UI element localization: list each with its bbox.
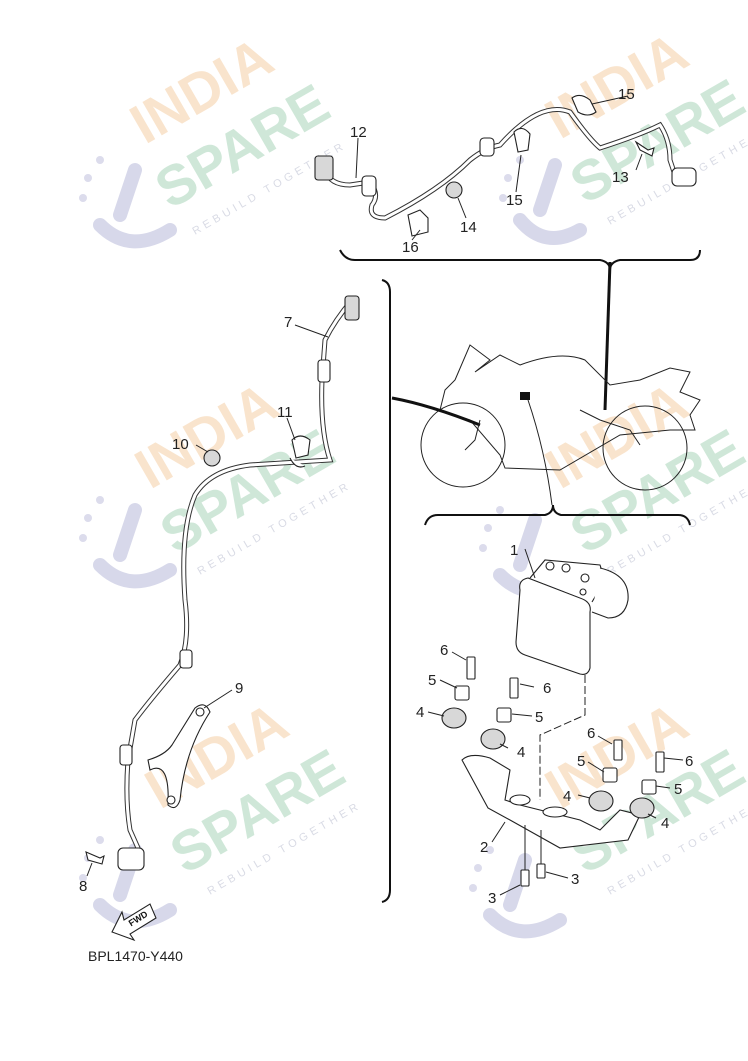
part-13-bolt [634,140,655,157]
part-3-bolt-b [536,863,546,879]
callout-10: 10 [172,436,189,453]
watermark-top-left: INDIA SPARE REBUILD TOGETHER [79,25,348,249]
part-4-damper-a [441,707,467,729]
hydraulic-unit-group [427,548,684,896]
callout-4-c: 4 [563,788,571,805]
diagram-code: BPL1470-Y440 [88,948,183,964]
callout-6-d: 6 [685,753,693,770]
forward-direction-arrow: FWD [111,903,157,942]
watermark-bottom-left: INDIA SPARE REBUILD TOGETHER [79,690,363,929]
part-1-hydraulic-unit [515,577,591,675]
part-6-bolt-a [466,656,476,680]
watermark-top-right: INDIA SPARE REBUILD TOGETHER [499,20,748,245]
callout-13: 13 [612,169,629,186]
callout-4-b: 4 [517,744,525,761]
callout-6-a: 6 [440,642,448,659]
front-wheel-sensor [117,847,145,871]
part-15-clip-a [513,127,531,153]
callout-8: 8 [79,878,87,895]
callout-16: 16 [402,239,419,256]
front-sensor-group [85,295,360,877]
part-5-collar-a [454,685,470,701]
motorcycle-location-view [391,261,701,506]
part-6-bolt-b [509,677,519,699]
section-divider [381,279,391,903]
rear-wheel-sensor [671,167,697,187]
part-10-clamp [203,449,221,467]
callout-5-c: 5 [577,753,585,770]
callout-11: 11 [277,404,293,421]
callout-5-b: 5 [535,709,543,726]
part-16-clamp [407,209,429,237]
callout-4-a: 4 [416,704,424,721]
callout-6-b: 6 [543,680,551,697]
part-4-damper-c [588,790,614,812]
part-5-collar-b [496,707,512,723]
callout-5-d: 5 [674,781,682,798]
callout-12: 12 [350,124,367,141]
hydraulic-unit-location [520,392,530,400]
part-3-bolt-a [520,869,530,887]
part-8-bolt [85,851,105,865]
part-14-clamp [445,181,463,199]
part-5-collar-c [602,767,618,783]
callout-2: 2 [480,839,488,856]
callout-15-bottom: 15 [506,192,523,209]
callout-14: 14 [460,219,477,236]
sensor-connector-rear [314,155,334,181]
part-2-bracket [461,754,641,849]
part-4-damper-b [480,728,506,750]
part-6-bolt-c [613,739,623,761]
callout-15-top: 15 [618,86,635,103]
part-4-damper-d [629,797,655,819]
part-5-collar-d [641,779,657,795]
part-15-clip-b [571,94,597,116]
callout-4-d: 4 [661,815,669,832]
callout-7: 7 [284,314,292,331]
part-9-bracket [147,704,211,809]
part-6-bolt-d [655,751,665,773]
callout-5-a: 5 [428,672,436,689]
callout-3-left: 3 [488,890,496,907]
watermark-mid-right: INDIA SPARE REBUILD TOGETHER [479,370,748,599]
sensor-connector-front [344,295,360,321]
callout-6-c: 6 [587,725,595,742]
callout-1: 1 [510,542,518,559]
callout-9: 9 [235,680,243,697]
callout-3-right: 3 [571,871,579,888]
